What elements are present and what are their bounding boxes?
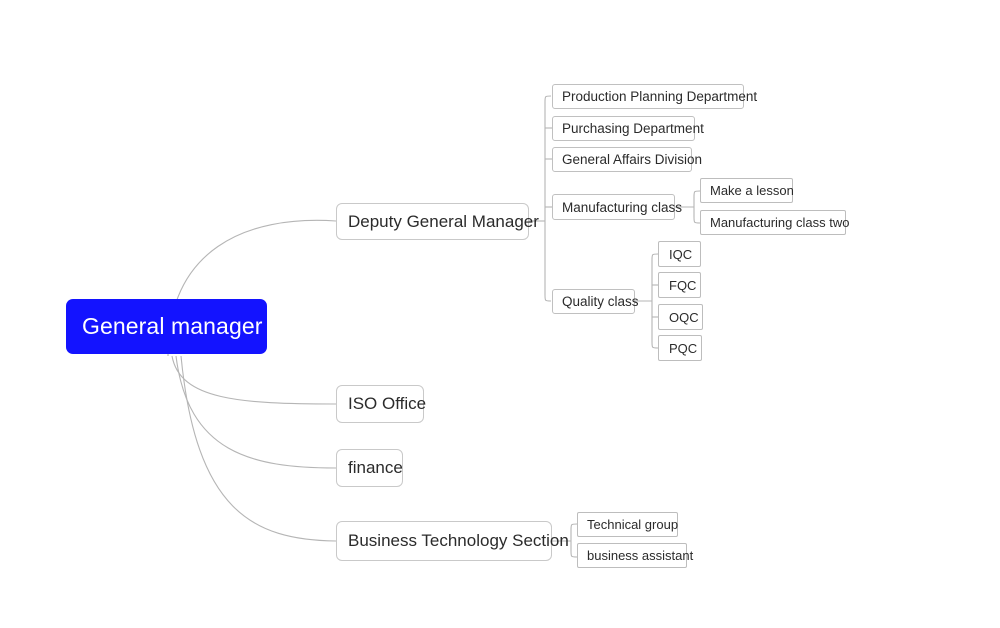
node-business-assistant[interactable]: business assistant [577,543,693,568]
node-business-technology-section[interactable]: Business Technology Section [336,521,569,561]
node-make-a-lesson[interactable]: Make a lesson [700,178,794,203]
node-purchasing-department[interactable]: Purchasing Department [552,116,704,141]
node-general-affairs-division[interactable]: General Affairs Division [552,147,702,172]
node-label: business assistant [587,548,694,563]
node-iso-office[interactable]: ISO Office [336,385,427,423]
node-oqc[interactable]: OQC [658,304,703,330]
node-label: PQC [669,340,698,356]
node-production-planning-department[interactable]: Production Planning Department [552,84,757,109]
node-label: IQC [669,246,693,262]
node-technical-group[interactable]: Technical group [577,512,678,537]
node-label: Quality class [562,294,639,309]
node-label: Purchasing Department [562,121,704,136]
node-manufacturing-class[interactable]: Manufacturing class [552,194,682,220]
node-label: Technical group [587,517,679,532]
node-fqc[interactable]: FQC [658,272,701,298]
node-label: OQC [669,309,699,325]
root-node-label: General manager [82,313,263,339]
node-label: General Affairs Division [562,152,703,167]
node-label: finance [348,458,403,477]
node-quality-class[interactable]: Quality class [552,289,639,314]
node-label: FQC [669,277,697,293]
node-label: Make a lesson [710,183,794,198]
edge-deputy-trunk-top-cap [544,95,552,103]
edge-deputy-trunk-bottom-cap [544,294,552,302]
node-pqc[interactable]: PQC [658,335,702,361]
edge-root-business [180,355,337,542]
node-label: Production Planning Department [562,89,758,104]
node-label: Manufacturing class [562,199,683,215]
node-label: Business Technology Section [348,531,569,550]
edge-root-iso [171,355,337,405]
node-iqc[interactable]: IQC [658,241,701,267]
node-label: ISO Office [348,394,427,413]
node-label: Manufacturing class two [710,215,850,230]
node-finance[interactable]: finance [336,449,403,487]
edge-root-finance [175,355,337,469]
root-node-general-manager[interactable]: General manager [66,299,267,354]
node-deputy-general-manager[interactable]: Deputy General Manager [336,203,539,240]
node-label: Deputy General Manager [348,211,539,231]
node-manufacturing-class-two[interactable]: Manufacturing class two [700,210,850,235]
